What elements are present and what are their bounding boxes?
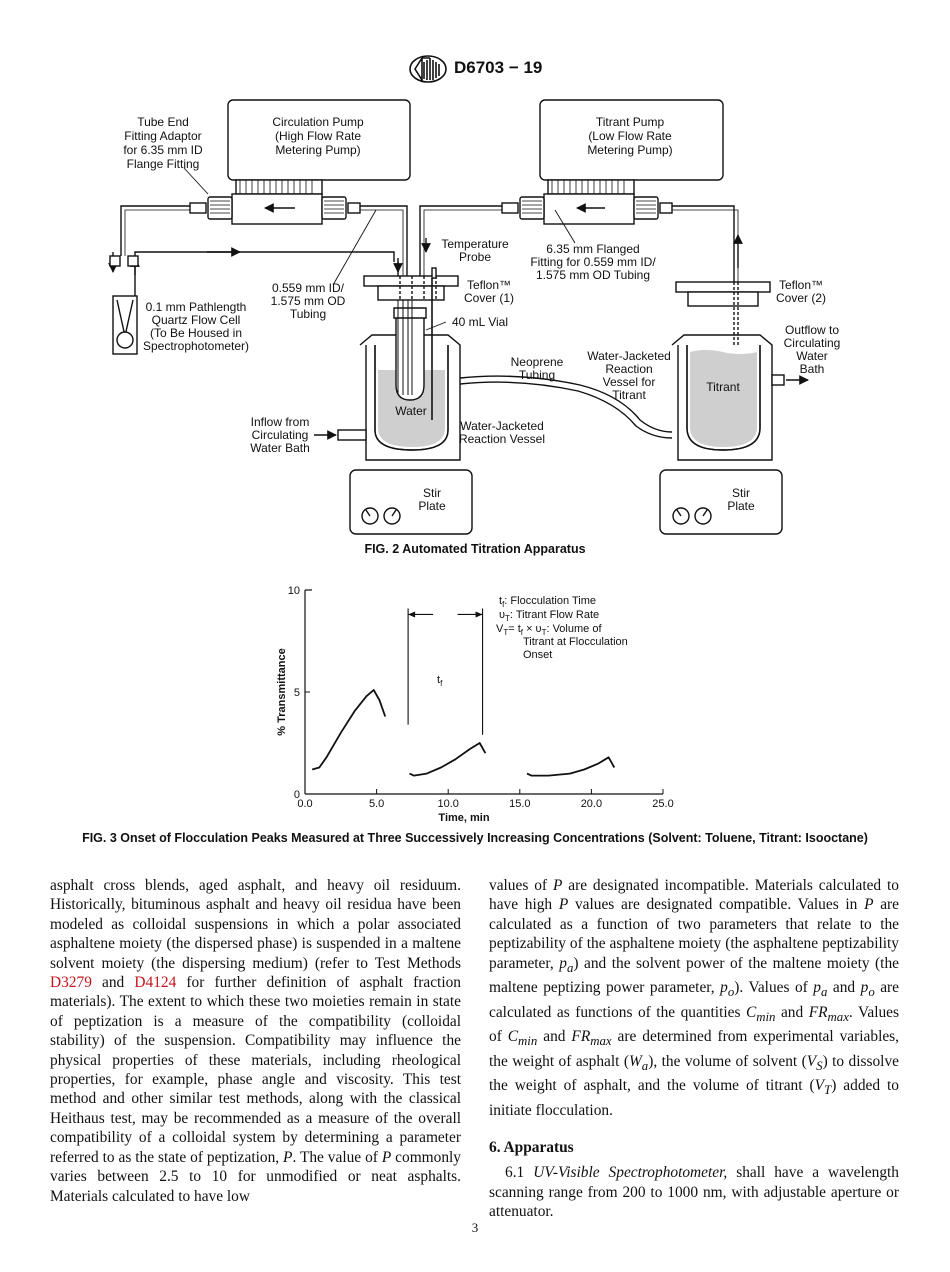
legend-line-2: υT: Titrant Flow Rate: [499, 609, 599, 623]
link-d4124[interactable]: D4124: [134, 974, 177, 992]
legend-line-3: VT= tf × υT: Volume of: [496, 623, 602, 637]
legend-line-5: Onset: [523, 649, 552, 661]
page-header: D6703 − 19: [0, 54, 950, 86]
body-column-right: values of P are designated incompatible.…: [489, 876, 899, 1222]
x-tick-label: 10.0: [437, 798, 458, 810]
y-tick-label: 5: [294, 687, 300, 699]
stir-plate-1: [349, 469, 473, 535]
paragraph-6-1: 6.1 UV-Visible Spectrophotometer, shall …: [489, 1164, 899, 1221]
y-axis-label: % Transmittance: [276, 648, 288, 735]
designation: D6703 − 19: [454, 58, 543, 77]
paragraph-right: values of P are designated incompatible.…: [489, 877, 900, 1119]
tf-arrowhead-left: [408, 611, 416, 618]
tf-arrowhead-right: [475, 611, 483, 618]
x-tick-label: 15.0: [509, 798, 530, 810]
x-tick-label: 20.0: [581, 798, 602, 810]
body-column-left: asphalt cross blends, aged asphalt, and …: [50, 876, 461, 1206]
figure-3-caption: FIG. 3 Onset of Flocculation Peaks Measu…: [82, 831, 868, 845]
figure-2-caption: FIG. 2 Automated Titration Apparatus: [364, 542, 586, 556]
legend-line-4: Titrant at Flocculation: [523, 636, 628, 648]
section-heading-apparatus: 6. Apparatus: [489, 1138, 574, 1156]
teflon-cover-1: [363, 275, 459, 287]
page-number: 3: [471, 1220, 479, 1235]
series-line-3: [526, 756, 616, 777]
x-axis-label: Time, min: [438, 812, 489, 824]
label-titrant: Titrant: [706, 380, 740, 394]
series-line-1: [311, 689, 387, 771]
label-water: Water: [395, 404, 427, 418]
y-tick-label: 0: [294, 789, 300, 801]
paragraph-left: asphalt cross blends, aged asphalt, and …: [50, 877, 461, 1205]
series-line-2: [409, 742, 487, 777]
titrant-vessel-jacket: [671, 334, 773, 461]
legend-line-1: tf: Flocculation Time: [499, 595, 596, 609]
tf-annotation-label: tf: [437, 674, 443, 688]
vial: [395, 318, 425, 401]
neoprene-tubing: [459, 375, 673, 433]
reaction-vessel-jacket: [359, 334, 461, 461]
link-d3279[interactable]: D3279: [50, 974, 92, 992]
astm-logo: [409, 55, 447, 83]
y-tick-label: 10: [288, 585, 300, 597]
label-vial: 40 mL Vial: [452, 315, 508, 329]
teflon-cover-2: [675, 281, 771, 293]
x-tick-label: 5.0: [369, 798, 384, 810]
x-tick-label: 0.0: [297, 798, 312, 810]
x-tick-label: 25.0: [652, 798, 673, 810]
stir-plate-2: [659, 469, 783, 535]
